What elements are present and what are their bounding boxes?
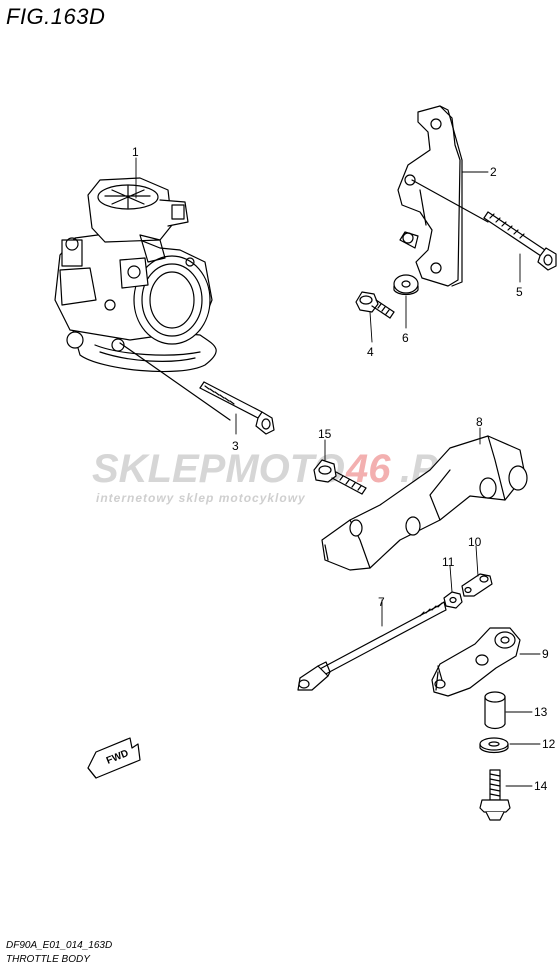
bolt-part-5 bbox=[483, 211, 557, 271]
watermark-brand-accent: 46 bbox=[345, 447, 391, 491]
callouts: 1 2 3 4 5 6 7 8 9 10 11 12 13 14 15 bbox=[132, 145, 556, 793]
callout-11: 11 bbox=[442, 555, 455, 569]
callout-9: 9 bbox=[542, 647, 549, 661]
bolt-part-3 bbox=[119, 342, 275, 435]
leader-lines bbox=[135, 157, 541, 787]
callout-4: 4 bbox=[367, 345, 374, 359]
bolt-part-15 bbox=[313, 459, 367, 495]
bolt-part-14 bbox=[479, 769, 511, 821]
callout-10: 10 bbox=[468, 535, 482, 549]
callout-12: 12 bbox=[542, 737, 556, 751]
lever-part-8 bbox=[321, 435, 528, 571]
fwd-arrow-icon: FWD bbox=[87, 737, 141, 779]
lever-part-9 bbox=[431, 627, 521, 697]
callout-1: 1 bbox=[132, 145, 139, 159]
figure-code: DF90A_E01_014_163D bbox=[6, 940, 113, 951]
callout-3: 3 bbox=[232, 439, 239, 453]
figure-title: FIG.163D bbox=[6, 4, 106, 29]
bolt-part-4 bbox=[355, 291, 395, 319]
joint-part-10 bbox=[461, 573, 493, 597]
callout-5: 5 bbox=[516, 285, 523, 299]
watermark-tagline: internetowy sklep motocyklowy bbox=[96, 491, 306, 505]
callout-2: 2 bbox=[490, 165, 497, 179]
callout-8: 8 bbox=[476, 415, 483, 429]
figure-name: THROTTLE BODY bbox=[6, 954, 90, 965]
nut-part-11 bbox=[443, 591, 463, 609]
washer-part-6 bbox=[393, 274, 419, 296]
rod-part-7 bbox=[297, 601, 447, 691]
watermark-brand-left: SKLEPMOTO bbox=[92, 447, 345, 491]
callout-15: 15 bbox=[318, 427, 332, 441]
washer-part-12 bbox=[479, 737, 509, 754]
bracket-part-2 bbox=[397, 105, 463, 287]
callout-7: 7 bbox=[378, 595, 385, 609]
callout-14: 14 bbox=[534, 779, 548, 793]
callout-13: 13 bbox=[534, 705, 548, 719]
callout-6: 6 bbox=[402, 331, 409, 345]
collar-part-13 bbox=[484, 691, 506, 730]
throttle-body-part bbox=[54, 177, 217, 373]
